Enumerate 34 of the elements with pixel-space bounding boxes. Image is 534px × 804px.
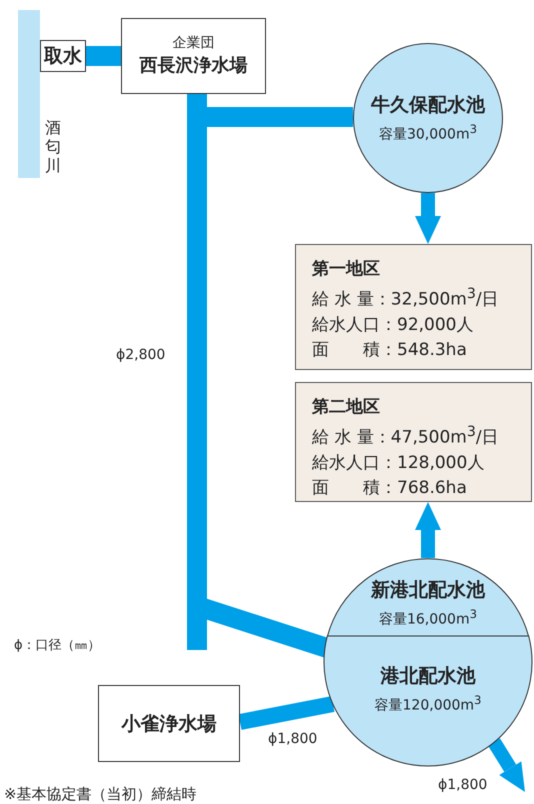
district-box xyxy=(295,382,532,502)
facility-name: 小雀浄水場 xyxy=(122,712,216,736)
pipe-diameter-label: ϕ1,800 xyxy=(438,777,488,793)
facility-name: 西長沢浄水場 xyxy=(140,54,248,78)
facility-box xyxy=(98,685,240,762)
capacity-text: 容量16,000m$^{3}$ xyxy=(378,606,478,630)
facility-name: 牛久保配水池 xyxy=(371,93,485,118)
river-bar xyxy=(18,10,40,178)
diameter-note: ϕ：口径（㎜） xyxy=(14,638,101,653)
pipe xyxy=(86,46,121,66)
district-stat: 面 積：548.3ha xyxy=(312,338,467,362)
facility-name: 新港北配水池 xyxy=(371,578,485,604)
facility-name: 取水 xyxy=(44,44,82,69)
facility-box xyxy=(121,18,266,94)
facility-name: 港北配水池 xyxy=(380,664,476,689)
district-title: 第二地区 xyxy=(312,396,380,419)
pipe-diameter-label: ϕ1,800 xyxy=(268,731,318,747)
arrow xyxy=(415,193,441,244)
pipe-diameter-label: ϕ2,800 xyxy=(116,347,166,363)
district-stat: 面 積：768.6ha xyxy=(312,476,467,500)
district-title: 第一地区 xyxy=(312,258,380,281)
capacity-text: 容量120,000m$^{3}$ xyxy=(374,692,482,716)
district-stat: 給水人口：92,000人 xyxy=(312,314,474,337)
organization-name: 企業団 xyxy=(172,34,214,53)
district-stat: 給 水 量：32,500m$^{3}$/日 xyxy=(312,285,499,312)
arrow xyxy=(415,502,441,558)
district-box xyxy=(295,244,532,370)
arrow xyxy=(488,738,525,792)
district-stat: 給 水 量：47,500m$^{3}$/日 xyxy=(312,423,499,450)
district-stat: 給水人口：128,000人 xyxy=(312,452,484,475)
footnote: ※基本協定書（当初）締結時 xyxy=(4,785,197,803)
pipe xyxy=(238,696,335,730)
river-name: 酒匂川 xyxy=(45,118,62,175)
capacity-text: 容量30,000m$^{3}$ xyxy=(378,121,478,145)
